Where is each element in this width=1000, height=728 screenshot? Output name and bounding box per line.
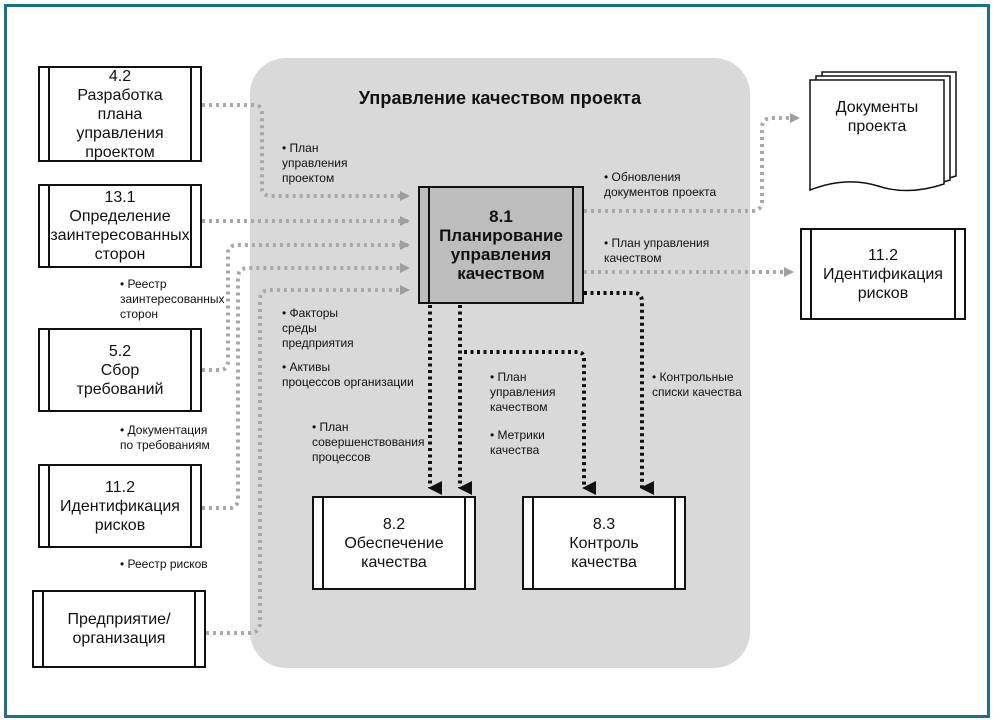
line-5-2 [202,240,410,372]
label-quality-plan-mid: • План управления качеством [490,370,556,414]
box-11-2-input-text: 11.2 Идентификация рисков [60,478,180,534]
documents-label: Документы проекта [835,99,919,135]
box-8-1-central: 8.1 Планирование управления качеством [418,186,584,304]
box-11-2-output: 11.2 Идентификация рисков [800,228,966,320]
box-13-1: 13.1 Определение заинтересованных сторон [38,184,202,268]
line-11-2-in [202,263,410,510]
box-11-2-input: 11.2 Идентификация рисков [38,464,202,548]
line-to-8-3-a [464,350,596,495]
box-8-3-text: 8.3 Контроль качества [569,515,639,571]
box-8-1-text: 8.1 Планирование управления качеством [439,207,563,283]
label-improvement-plan: • План совершенствования процессов [312,420,425,464]
label-quality-metrics: • Метрики качества [490,428,545,457]
label-plan-management: • План управления проектом [282,141,348,185]
box-8-2: 8.2 Обеспечение качества [312,496,476,590]
label-environment-factors: • Факторы среды предприятия [282,306,354,350]
box-8-3: 8.3 Контроль качества [522,496,686,590]
box-5-2-text: 5.2 Сбор требований [76,342,164,398]
box-5-2: 5.2 Сбор требований [38,328,202,412]
label-org-assets: • Активы процессов организации [282,360,414,389]
label-risk-register: • Реестр рисков [120,557,208,571]
box-13-1-text: 13.1 Определение заинтересованных сторон [50,189,190,263]
label-stakeholder-register: • Реестр заинтересованных сторон [120,277,225,321]
box-enterprise-text: Предприятие/ организация [67,611,171,647]
line-to-8-3-b [584,291,654,495]
box-enterprise: Предприятие/ организация [32,590,206,668]
label-requirements-docs: • Документация по требованиям [120,423,210,452]
box-8-2-text: 8.2 Обеспечение качества [344,515,444,571]
label-quality-checklists: • Контрольные списки качества [652,370,742,399]
box-11-2-output-text: 11.2 Идентификация рисков [823,246,943,302]
documents-icon [809,71,957,192]
box-4-2: 4.2 Разработка плана управления проектом [38,66,202,162]
box-4-2-text: 4.2 Разработка плана управления проектом [76,67,164,161]
diagram-title: Управление качеством проекта [358,88,642,108]
label-quality-plan-out: • План управления качеством [604,236,710,265]
label-document-updates: • Обновления документов проекта [604,170,717,199]
outer-frame [4,4,990,718]
